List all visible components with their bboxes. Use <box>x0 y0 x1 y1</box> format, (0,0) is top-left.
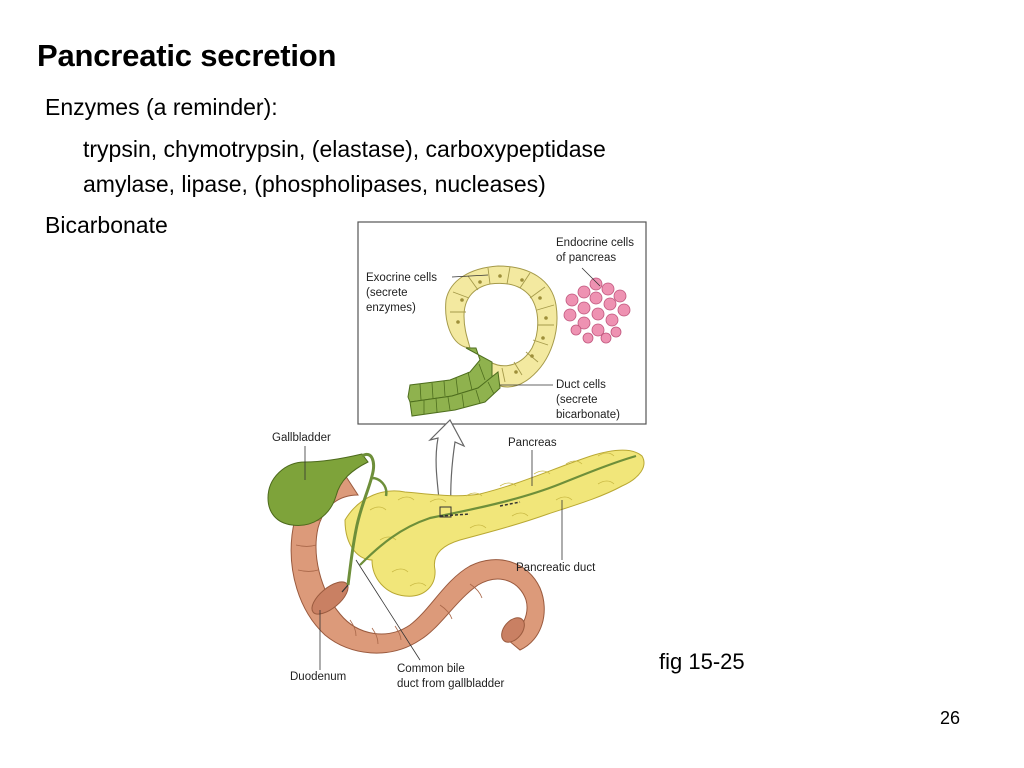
label-exocrine-line2: (secrete <box>366 287 408 299</box>
label-endocrine-line1: Endocrine cells <box>556 237 634 249</box>
label-duodenum: Duodenum <box>290 671 346 683</box>
anatomy-illustration: Gallbladder Pancreas Pancreatic duct Duo… <box>267 432 645 690</box>
endocrine-cells-illustration <box>563 277 631 344</box>
label-duct-line3: bicarbonate) <box>556 409 620 421</box>
label-pancreas: Pancreas <box>508 437 557 449</box>
pancreas-illustration <box>344 449 645 597</box>
label-bile-duct-line2: duct from gallbladder <box>397 678 505 690</box>
label-duct-line1: Duct cells <box>556 379 606 391</box>
acinus-inset: Endocrine cells of pancreas Exocrine cel… <box>357 221 647 425</box>
label-exocrine-line3: enzymes) <box>366 302 416 314</box>
page-number: 26 <box>940 708 961 728</box>
duct-cells-illustration <box>407 347 501 417</box>
gallbladder-illustration <box>267 453 369 526</box>
enzyme-list-proteases: trypsin, chymotrypsin, (elastase), carbo… <box>83 136 606 162</box>
label-gallbladder: Gallbladder <box>272 432 331 444</box>
zoom-arrow-icon <box>428 419 466 509</box>
label-pancreatic-duct: Pancreatic duct <box>516 562 596 574</box>
label-bile-duct-line1: Common bile <box>397 663 465 675</box>
slide-title: Pancreatic secretion <box>37 38 337 73</box>
enzyme-list-others: amylase, lipase, (phospholipases, nuclea… <box>83 171 546 197</box>
figure-reference: fig 15-25 <box>659 649 745 674</box>
bicarbonate-heading: Bicarbonate <box>45 212 168 238</box>
label-duct-line2: (secrete <box>556 394 598 406</box>
label-exocrine-line1: Exocrine cells <box>366 272 437 284</box>
enzymes-heading: Enzymes (a reminder): <box>45 94 278 120</box>
label-endocrine-line2: of pancreas <box>556 252 616 264</box>
